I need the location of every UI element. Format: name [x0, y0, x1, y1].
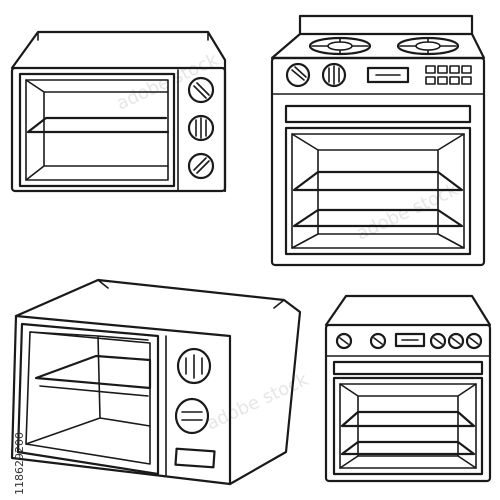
microwave-front: [10, 314, 232, 486]
kitchen-range: [270, 14, 486, 267]
range-body: [270, 56, 486, 267]
range-oven-rack: [292, 170, 464, 192]
toaster-oven: [10, 30, 227, 193]
range-burner: [308, 36, 372, 56]
wall-oven: [324, 294, 492, 483]
stock-id-text: 118629200: [13, 432, 26, 495]
microwave-knob: [176, 347, 212, 385]
wall-oven-rack: [340, 440, 476, 456]
wall-oven-knob: [369, 332, 387, 350]
wall-oven-display: [394, 332, 426, 348]
stock-id-label: 118629200: [1, 375, 26, 495]
microwave-knob: [174, 397, 210, 435]
wall-oven-body: [324, 323, 492, 483]
wall-oven-window: [332, 376, 484, 476]
microwave-top: [14, 278, 302, 486]
toaster-oven-knob: [187, 152, 215, 180]
wall-oven-knob: [465, 332, 483, 350]
wall-oven-handle: [332, 360, 484, 376]
wall-oven-knob: [335, 332, 353, 350]
wall-oven-knob: [429, 332, 447, 350]
range-knob: [321, 62, 347, 88]
wall-oven-rack: [340, 410, 476, 428]
microwave-door-button: [174, 447, 216, 469]
toaster-oven-front: [10, 66, 227, 193]
microwave-oven: [10, 278, 302, 486]
range-buttons: [425, 65, 472, 85]
range-knob: [285, 62, 311, 88]
range-oven-rack: [292, 208, 464, 228]
range-display: [366, 66, 410, 84]
toaster-oven-knob: [187, 114, 215, 142]
wall-oven-knob: [447, 332, 465, 350]
range-oven-window: [284, 126, 472, 256]
watermark-text: adobe stock: [203, 369, 312, 435]
microwave-rack: [34, 354, 152, 390]
range-backsplash: [298, 14, 474, 36]
toaster-oven-window: [18, 72, 176, 188]
toaster-oven-knob: [187, 76, 215, 104]
wall-oven-top: [324, 294, 492, 327]
microwave-door: [16, 322, 160, 476]
toaster-oven-rack: [26, 116, 170, 134]
range-burner: [396, 36, 460, 56]
range-door-handle: [284, 104, 472, 124]
